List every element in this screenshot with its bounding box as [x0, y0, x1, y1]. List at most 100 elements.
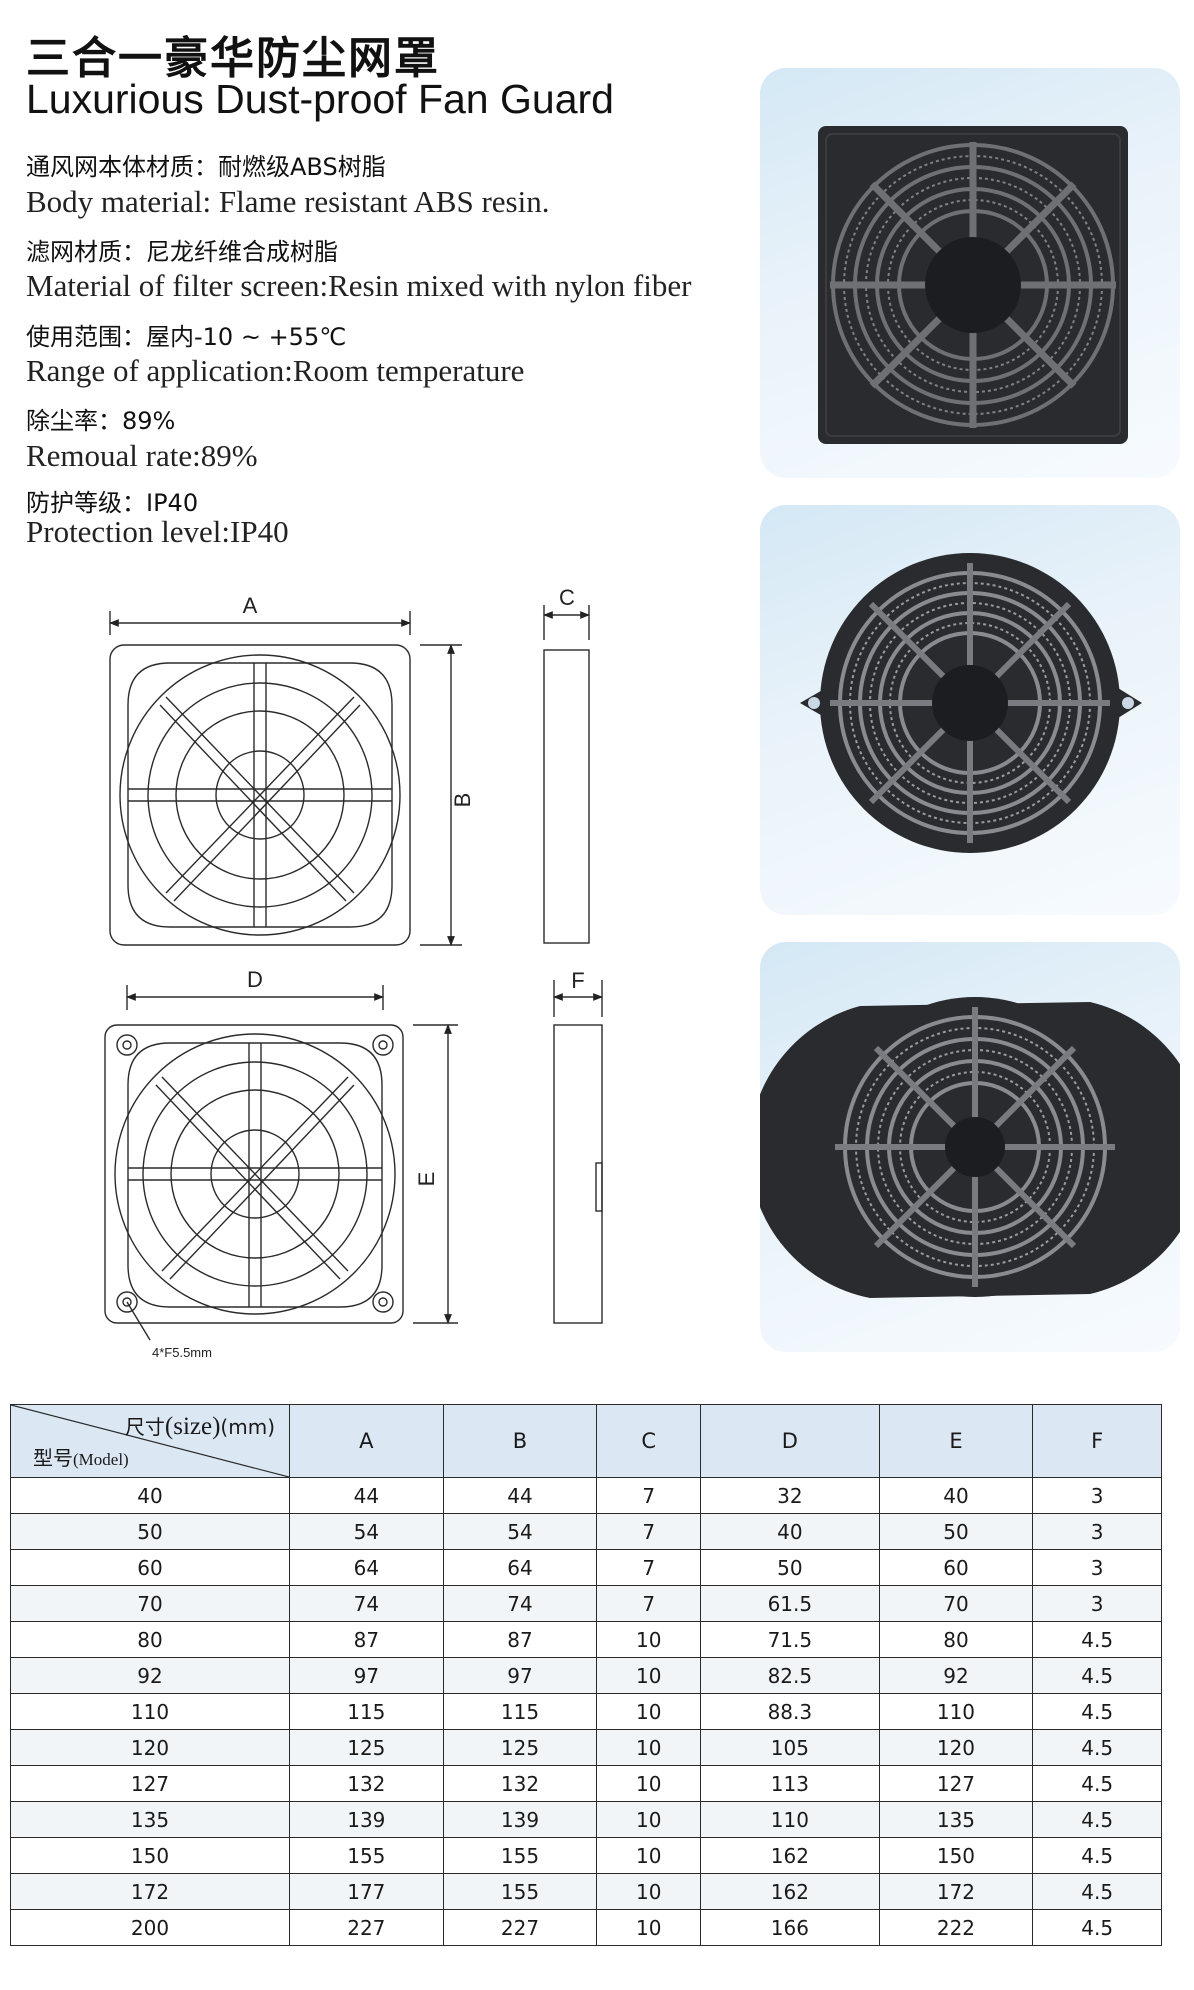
dimension-cell-b: 227 — [442, 1909, 598, 1946]
dimension-cell-b: 64 — [442, 1549, 598, 1586]
front-view-mounting — [104, 1024, 404, 1324]
model-cell: 40 — [10, 1477, 290, 1514]
dimension-cell-c: 10 — [596, 1657, 702, 1694]
dimension-cell-d: 82.5 — [700, 1657, 880, 1694]
spec-filter-material-en: Material of filter screen:Resin mixed wi… — [26, 268, 692, 303]
dim-label-f: F — [571, 968, 584, 993]
model-cell: 135 — [10, 1801, 290, 1838]
model-cell: 150 — [10, 1837, 290, 1874]
dimension-cell-a: 227 — [289, 1909, 444, 1946]
size-header-label: 尺寸(size)(mm) — [124, 1413, 275, 1440]
model-header-label: 型号(Model) — [33, 1446, 129, 1470]
hole-spec-label: 4*F5.5mm — [152, 1345, 212, 1360]
dimension-cell-b: 44 — [442, 1477, 598, 1514]
round-flanged-filter-photo — [760, 505, 1180, 915]
dimension-cell-d: 32 — [700, 1477, 880, 1514]
table-header-row: 尺寸(size)(mm) 型号(Model) A B C D E F — [10, 1404, 1162, 1478]
model-cell: 92 — [10, 1657, 290, 1694]
dimension-cell-c: 7 — [596, 1513, 702, 1550]
diagonal-divider — [11, 1405, 289, 1477]
dimension-cell-e: 127 — [878, 1765, 1034, 1802]
dimension-cell-e: 150 — [878, 1837, 1034, 1874]
square-filter-photo — [760, 68, 1180, 478]
dimension-cell-f: 4.5 — [1032, 1873, 1162, 1910]
dimension-cell-f: 4.5 — [1032, 1657, 1162, 1694]
dimension-table: 尺寸(size)(mm) 型号(Model) A B C D E F 40 44 4… — [10, 1404, 1162, 1946]
dimension-cell-e: 92 — [878, 1657, 1034, 1694]
model-cell: 60 — [10, 1549, 290, 1586]
dimension-cell-d: 162 — [700, 1873, 880, 1910]
dimension-cell-c: 7 — [596, 1585, 702, 1622]
dimension-cell-e: 120 — [878, 1729, 1034, 1766]
side-view-top — [543, 649, 590, 944]
model-cell: 70 — [10, 1585, 290, 1622]
dimension-cell-f: 4.5 — [1032, 1621, 1162, 1658]
dimension-cell-e: 172 — [878, 1873, 1034, 1910]
side-view-bottom — [553, 1024, 603, 1324]
dimension-cell-a: 64 — [289, 1549, 444, 1586]
dimension-cell-b: 54 — [442, 1513, 598, 1550]
spec-range-cn: 使用范围：屋内-10 ~ +55℃ — [26, 323, 347, 351]
dimension-cell-d: 71.5 — [700, 1621, 880, 1658]
spec-range-en: Range of application:Room temperature — [26, 353, 525, 388]
title-en: Luxurious Dust-proof Fan Guard — [26, 76, 614, 122]
dimension-cell-c: 10 — [596, 1621, 702, 1658]
dim-label-c: C — [559, 585, 575, 610]
dimension-cell-c: 10 — [596, 1801, 702, 1838]
dim-label-b: B — [450, 793, 475, 808]
dim-label-d: D — [247, 967, 263, 992]
dimension-cell-a: 115 — [289, 1693, 444, 1730]
dimension-cell-d: 40 — [700, 1513, 880, 1550]
dimension-cell-d: 166 — [700, 1909, 880, 1946]
dimension-cell-f: 3 — [1032, 1585, 1162, 1622]
model-cell: 200 — [10, 1909, 290, 1946]
dimension-cell-d: 162 — [700, 1837, 880, 1874]
dimension-cell-a: 132 — [289, 1765, 444, 1802]
dimension-cell-d: 88.3 — [700, 1693, 880, 1730]
column-header-d: D — [700, 1404, 880, 1478]
model-cell: 80 — [10, 1621, 290, 1658]
spec-body-material-cn: 通风网本体材质：耐燃级ABS树脂 — [26, 153, 386, 181]
dimension-cell-d: 113 — [700, 1765, 880, 1802]
dimension-cell-c: 10 — [596, 1765, 702, 1802]
dimension-cell-a: 97 — [289, 1657, 444, 1694]
spec-removal-cn: 除尘率：89% — [26, 407, 176, 435]
dimension-cell-e: 110 — [878, 1693, 1034, 1730]
round-filter-photo — [760, 942, 1180, 1352]
dimension-cell-b: 97 — [442, 1657, 598, 1694]
dimension-cell-d: 110 — [700, 1801, 880, 1838]
dimension-cell-f: 3 — [1032, 1513, 1162, 1550]
dimension-cell-f: 4.5 — [1032, 1909, 1162, 1946]
dimension-cell-b: 139 — [442, 1801, 598, 1838]
dimension-cell-e: 50 — [878, 1513, 1034, 1550]
dimension-cell-f: 4.5 — [1032, 1801, 1162, 1838]
column-header-f: F — [1032, 1404, 1162, 1478]
column-header-b: B — [442, 1404, 598, 1478]
dimension-cell-b: 155 — [442, 1873, 598, 1910]
spec-filter-material-cn: 滤网材质：尼龙纤维合成树脂 — [26, 238, 338, 266]
dimension-cell-e: 40 — [878, 1477, 1034, 1514]
dimension-cell-e: 222 — [878, 1909, 1034, 1946]
spec-protection-en: Protection level:IP40 — [26, 514, 289, 549]
model-cell: 172 — [10, 1873, 290, 1910]
spec-protection-cn: 防护等级：IP40 — [26, 489, 199, 517]
dimension-cell-a: 139 — [289, 1801, 444, 1838]
dimension-cell-b: 125 — [442, 1729, 598, 1766]
column-header-c: C — [596, 1404, 702, 1478]
dimension-cell-d: 61.5 — [700, 1585, 880, 1622]
dim-label-e: E — [414, 1172, 439, 1187]
dimension-cell-f: 4.5 — [1032, 1837, 1162, 1874]
front-view-square — [109, 644, 411, 946]
dimension-cell-f: 4.5 — [1032, 1729, 1162, 1766]
